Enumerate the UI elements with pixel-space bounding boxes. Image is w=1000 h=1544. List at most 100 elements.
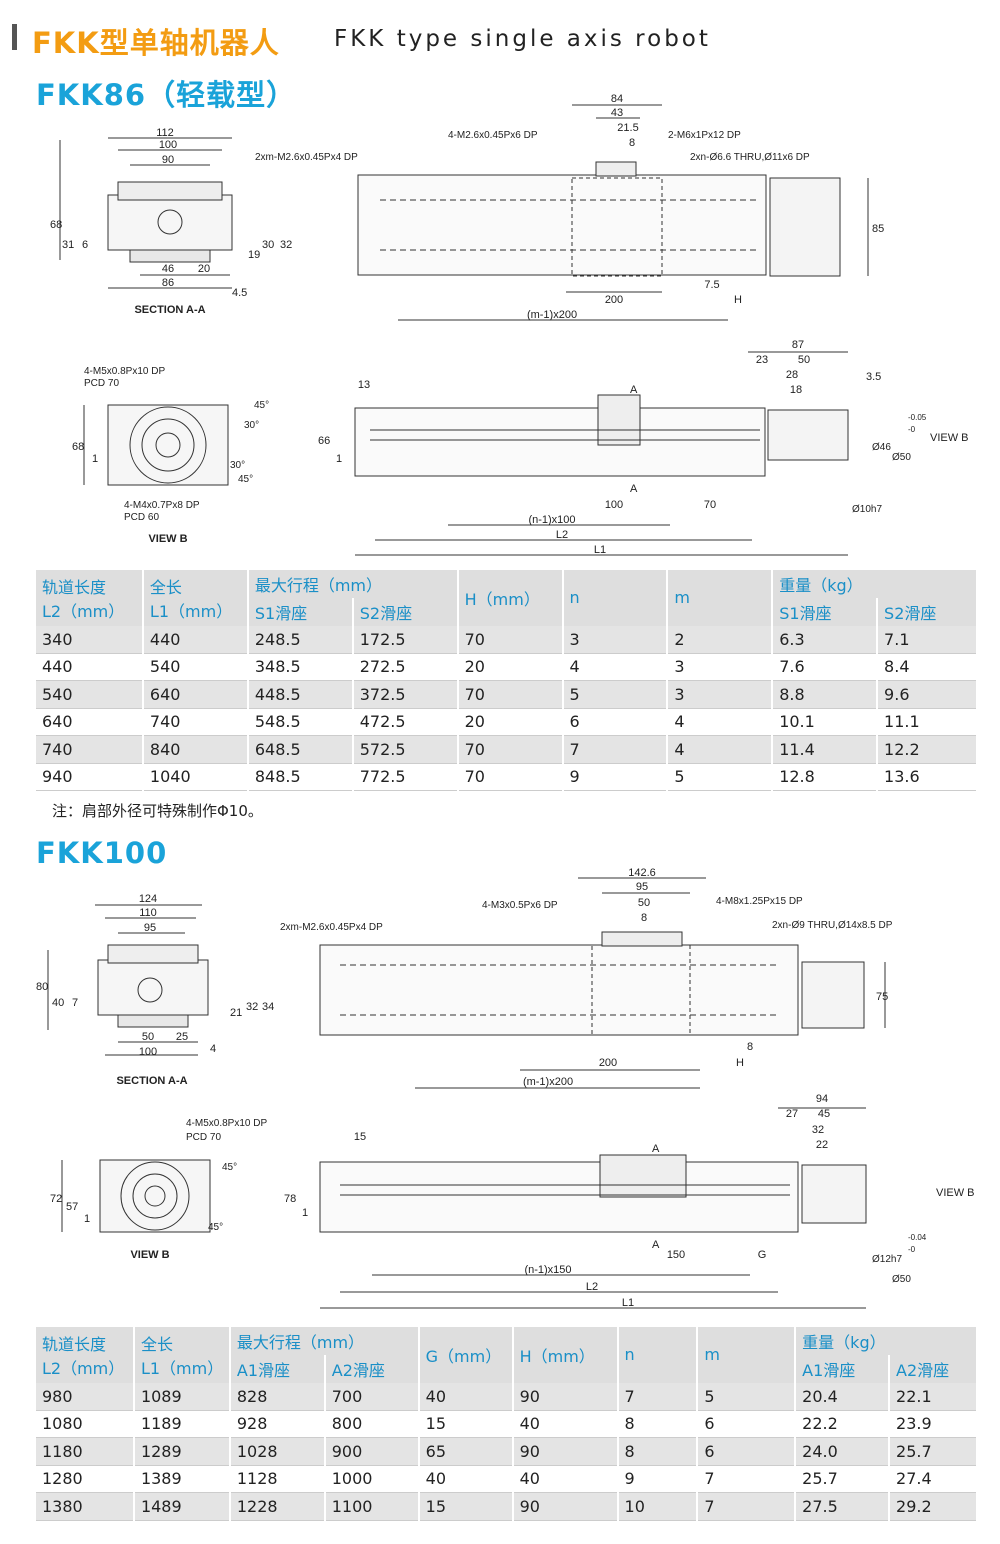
dim-32: 32 xyxy=(280,239,292,251)
dim-l2: L2 xyxy=(556,529,568,541)
dim-150: 150 xyxy=(667,1249,685,1261)
table-cell: 540 xyxy=(142,653,249,681)
table-cell: 800 xyxy=(324,1410,420,1438)
dim-45: 45 xyxy=(818,1108,830,1120)
callout-m4: 4-M4x0.7Px8 DP xyxy=(124,500,200,511)
table-cell: 8 xyxy=(617,1437,699,1466)
dim-m-1-x200-100: (m-1)x200 xyxy=(523,1076,573,1088)
fkk86-section-aa xyxy=(59,137,233,289)
th-l1-line1: 全长 xyxy=(149,577,182,597)
header-title-cn: FKK型单轴机器人 xyxy=(32,26,280,60)
angle-30-top: 30° xyxy=(244,420,259,431)
th-g-100: G（mm） xyxy=(418,1327,514,1383)
table-cell: 9 xyxy=(617,1465,699,1493)
callout-m6: 2-M6x1Px12 DP xyxy=(668,130,741,141)
table-cell: 11.1 xyxy=(877,708,978,736)
dim-142-6: 142.6 xyxy=(628,867,656,879)
table-cell: 40 xyxy=(418,1382,514,1411)
angle-45-top: 45° xyxy=(254,400,269,411)
dim-22: 22 xyxy=(816,1139,828,1151)
th-stroke-s2: S2滑座 xyxy=(352,598,459,626)
section-marker-a-bottom: A xyxy=(630,483,638,495)
th-l1-100-line1: 全长 xyxy=(140,1334,173,1354)
dim-15: 15 xyxy=(354,1131,366,1143)
dim-112: 112 xyxy=(156,127,174,139)
th-l1-100: 全长 L1（mm） xyxy=(133,1327,231,1383)
th-l1-100-line2: L1（mm） xyxy=(140,1358,224,1378)
table-cell: 22.1 xyxy=(889,1382,978,1411)
table-cell: 3 xyxy=(667,680,774,709)
th-stroke-a2: A2滑座 xyxy=(324,1355,420,1383)
angle-45-bottom: 45° xyxy=(238,474,253,485)
dim-h: H xyxy=(734,294,742,306)
table-cell: 10.1 xyxy=(772,708,879,736)
tol-lower: -0 xyxy=(908,425,916,434)
table-cell: 1089 xyxy=(133,1382,231,1411)
dim-50-top: 50 xyxy=(638,897,650,909)
table-cell: 90 xyxy=(512,1382,619,1411)
dim-4: 4 xyxy=(210,1043,216,1055)
table-cell: 12.2 xyxy=(877,735,978,764)
table-cell: 23.9 xyxy=(889,1410,978,1438)
dim-20: 20 xyxy=(198,263,210,275)
table-cell: 1189 xyxy=(133,1410,231,1438)
table-cell: 372.5 xyxy=(352,680,459,709)
dim-31: 31 xyxy=(62,239,74,251)
table-cell: 20 xyxy=(457,708,564,736)
dim-85: 85 xyxy=(872,223,884,235)
table-cell: 11.4 xyxy=(772,735,879,764)
dim-8: 8 xyxy=(629,137,635,149)
table-cell: 4 xyxy=(667,708,774,736)
table-cell: 8.8 xyxy=(772,680,879,709)
table-cell: 5 xyxy=(667,763,774,791)
dim-200: 200 xyxy=(605,294,623,306)
table-cell: 90 xyxy=(512,1437,619,1466)
th-l2-line1: 轨道长度 xyxy=(42,577,107,597)
dim-46: 46 xyxy=(162,263,174,275)
callout-thru-9: 2xn-Ø9 THRU,Ø14x8.5 DP xyxy=(772,920,893,931)
table-cell: 29.2 xyxy=(889,1492,978,1521)
tol-upper: -0.05 xyxy=(908,413,927,422)
table-cell: 540 xyxy=(36,680,144,709)
table-cell: 20 xyxy=(457,653,564,681)
table-cell: 1080 xyxy=(36,1410,135,1438)
fkk86-view-b xyxy=(83,404,229,486)
fkk100-section-aa xyxy=(47,904,209,1056)
th-n: n xyxy=(562,570,669,626)
dim-28: 28 xyxy=(786,369,798,381)
table-cell: 4 xyxy=(667,735,774,764)
table-cell: 65 xyxy=(418,1437,514,1466)
view-b-ref-100: VIEW B xyxy=(936,1187,975,1199)
dim-95: 95 xyxy=(144,922,156,934)
table-cell: 40 xyxy=(418,1465,514,1493)
th-weight-s2: S2滑座 xyxy=(877,598,978,626)
table-cell: 22.2 xyxy=(795,1410,891,1438)
table-cell: 20.4 xyxy=(795,1382,891,1411)
dim-8-top: 8 xyxy=(641,912,647,924)
header-accent-bar xyxy=(12,24,17,50)
fkk100-title: FKK100 xyxy=(36,836,168,870)
dim-n-1-x100: (n-1)x100 xyxy=(528,514,575,526)
dim-84: 84 xyxy=(611,93,623,105)
table-cell: 572.5 xyxy=(352,735,459,764)
th-l2-100-line2: L2（mm） xyxy=(42,1358,125,1378)
dim-13: 13 xyxy=(358,379,370,391)
table-cell: 172.5 xyxy=(352,625,459,654)
callout-m2-6-p6: 4-M2.6x0.45Px6 DP xyxy=(448,130,538,141)
table-cell: 648.5 xyxy=(247,735,354,764)
dim-78: 78 xyxy=(284,1193,296,1205)
table-cell: 3 xyxy=(562,625,669,654)
table-cell: 640 xyxy=(142,680,249,709)
dim-21-5: 21.5 xyxy=(617,122,638,134)
table-cell: 10 xyxy=(617,1492,699,1521)
dim-68: 68 xyxy=(50,219,62,231)
table-cell: 848.5 xyxy=(247,763,354,791)
section-aa-label: SECTION A-A xyxy=(134,304,205,316)
fkk86-drawing: 112 100 90 68 31 6 19 30 32 46 20 86 4.5… xyxy=(50,93,969,556)
